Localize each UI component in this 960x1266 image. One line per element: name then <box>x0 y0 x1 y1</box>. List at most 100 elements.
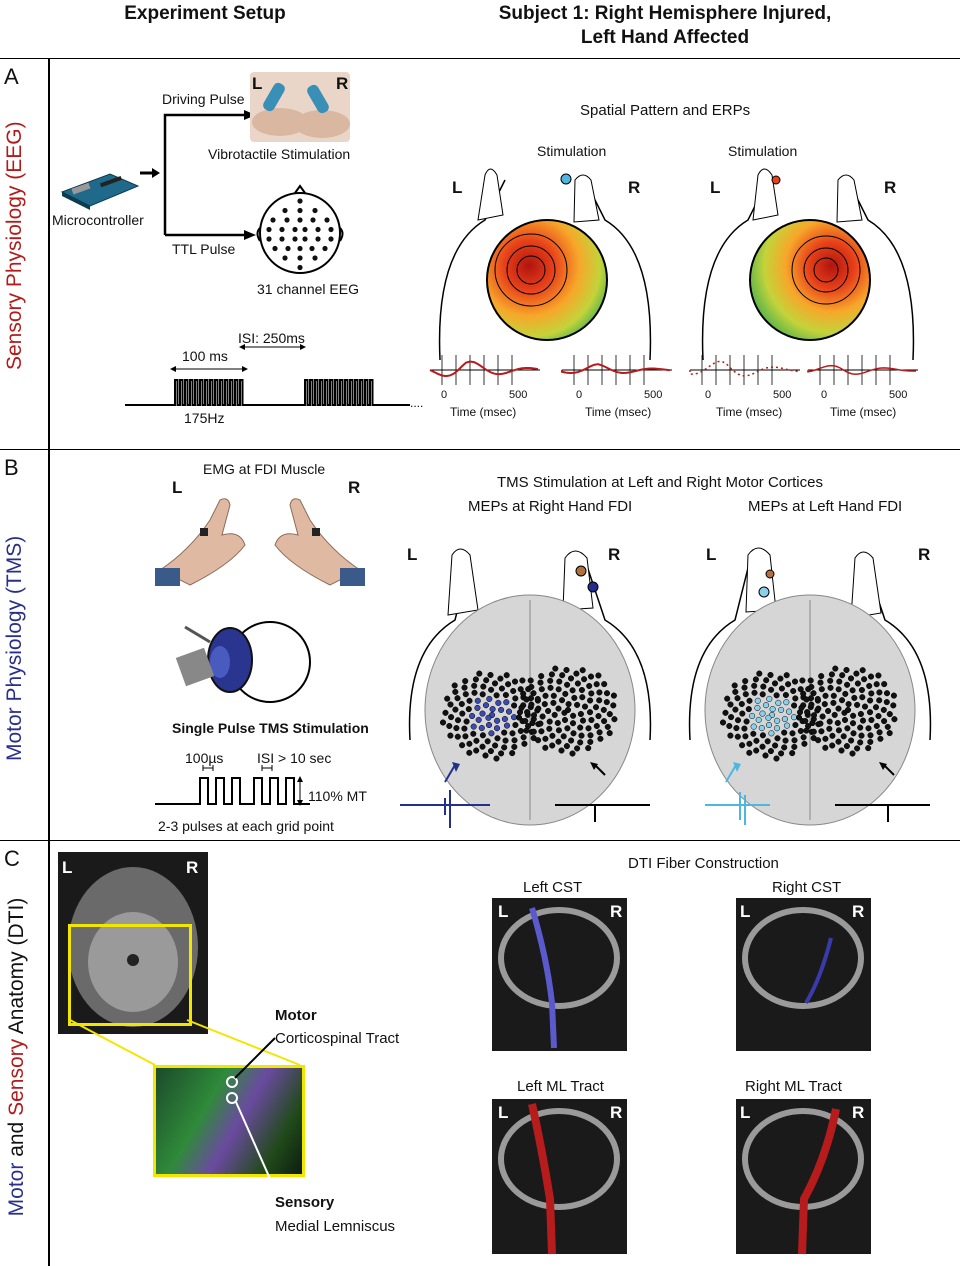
eeg-electrode <box>284 217 290 223</box>
erp3-tick-0: 0 <box>705 389 712 401</box>
left-cst-title: Left CST <box>523 879 583 896</box>
erp1-tick-0: 0 <box>441 389 448 401</box>
erp1-tick-500: 500 <box>509 389 528 401</box>
eeg-electrode <box>315 236 321 242</box>
topo2-label-l: L <box>710 178 721 197</box>
dti-right-cst <box>736 898 871 1051</box>
side-label-tms-text: (TMS) <box>3 535 26 595</box>
label-single-pulse-tms: Single Pulse TMS Stimulation <box>172 720 369 736</box>
eeg-electrode <box>272 245 278 252</box>
erp1-xlabel: Time (msec) <box>450 405 517 419</box>
svg-text:....: .... <box>410 396 423 410</box>
eeg-electrode <box>297 245 303 252</box>
erp3-tick-500: 500 <box>773 389 792 401</box>
erp2-tick-0: 0 <box>576 389 583 401</box>
eeg-electrode <box>266 226 272 233</box>
topo1-label-r: R <box>628 178 641 197</box>
divider-top <box>0 58 960 59</box>
vibrotactile-photo <box>250 72 350 142</box>
eeg-electrode <box>310 217 316 223</box>
erp-plots <box>429 355 918 385</box>
dti2-label-l: L <box>740 902 751 921</box>
brain2-label-l: L <box>706 545 717 564</box>
side-anatomy-word: Anatomy (DTI) <box>5 897 28 1039</box>
mep-traces <box>400 762 930 828</box>
pulse-train-a: .... <box>125 344 423 410</box>
label-isi-250: ISI: 250ms <box>238 330 305 346</box>
stimulation-label-2: Stimulation <box>728 143 798 159</box>
arrow-micro-right <box>140 168 160 178</box>
label-corticospinal: Corticospinal Tract <box>275 1030 400 1047</box>
dti2-label-r: R <box>852 902 865 921</box>
label-medial-lemniscus: Medial Lemniscus <box>275 1218 396 1235</box>
divider-bc <box>0 840 960 841</box>
label-pulses-grid: 2-3 pulses at each grid point <box>158 818 334 834</box>
eeg-electrode <box>297 198 303 204</box>
vibro-label-r: R <box>336 74 349 93</box>
eeg-electrode <box>302 236 308 242</box>
side-label-sensory-physiology: Sensory Physiology (EEG) <box>3 121 26 370</box>
dti-right-ml <box>736 1099 871 1255</box>
label-ttl-pulse: TTL Pulse <box>172 241 236 257</box>
panel-letter-a: A <box>4 64 19 89</box>
brain1-label-l: L <box>407 545 418 564</box>
label-175hz: 175Hz <box>184 410 225 426</box>
mri-axial-image <box>58 852 208 1034</box>
branch-lines <box>163 110 256 240</box>
dti1-label-r: R <box>610 902 623 921</box>
erp3-xlabel: Time (msec) <box>716 405 783 419</box>
eeg-electrode <box>328 236 334 242</box>
label-driving-pulse: Driving Pulse <box>162 91 245 107</box>
header-experiment-setup: Experiment Setup <box>124 3 286 24</box>
dti-left-cst <box>492 898 627 1051</box>
pulse-train-b <box>155 765 310 806</box>
erp4-tick-0: 0 <box>821 389 828 401</box>
erp4-xlabel: Time (msec) <box>830 405 897 419</box>
brain2-label-r: R <box>918 545 931 564</box>
dti-color-map <box>153 1065 305 1177</box>
spatial-pattern-title: Spatial Pattern and ERPs <box>580 102 751 119</box>
erp4-tick-500: 500 <box>889 389 908 401</box>
erp2-tick-500: 500 <box>644 389 663 401</box>
grid-points-right-hemi <box>515 665 618 757</box>
eeg-electrode <box>322 245 328 252</box>
eeg-electrode <box>279 236 285 242</box>
dti4-label-l: L <box>740 1103 751 1122</box>
dti3-label-r: R <box>610 1103 623 1122</box>
eeg-electrode <box>309 245 315 252</box>
eeg-electrode <box>297 207 303 214</box>
topo2-label-r: R <box>884 178 897 197</box>
emg-label-r: R <box>348 478 361 497</box>
eeg-electrode <box>297 264 303 271</box>
tms-title: TMS Stimulation at Left and Right Motor … <box>497 474 823 491</box>
grid-points-right-hemi-2 <box>795 665 898 757</box>
eeg-electrode <box>282 255 288 261</box>
header-subject-line2: Left Hand Affected <box>580 27 750 48</box>
panel-letter-c: C <box>4 846 20 871</box>
label-emg-fdi: EMG at FDI Muscle <box>203 461 326 477</box>
topoplot-left-stim <box>438 168 652 361</box>
eeg-electrode <box>302 226 308 233</box>
side-sensory-word: Sensory <box>5 1038 28 1116</box>
label-isi-10sec: ISI > 10 sec <box>257 750 332 766</box>
emg-label-l: L <box>172 478 183 497</box>
dti4-label-r: R <box>852 1103 865 1122</box>
stimulation-label-1: Stimulation <box>537 143 607 159</box>
emg-hands-photo <box>155 498 365 586</box>
label-motor: Motor <box>275 1007 317 1024</box>
eeg-electrode <box>292 226 298 233</box>
mri-roi-box <box>68 924 192 1026</box>
label-sensory: Sensory <box>275 1194 335 1211</box>
brain-left-fdi <box>688 547 932 826</box>
eeg-electrode <box>279 226 285 233</box>
erp2-xlabel: Time (msec) <box>585 405 652 419</box>
divider-ab <box>0 449 960 450</box>
eeg-electrode <box>297 217 303 223</box>
right-cst-title: Right CST <box>772 879 842 896</box>
brain-right-fdi <box>408 548 652 826</box>
eeg-electrode <box>297 255 303 261</box>
motor-sensory-pointers <box>226 1037 276 1191</box>
roi-zoom-lines <box>69 1019 301 1066</box>
vibro-label-l: L <box>252 74 263 93</box>
label-110-mt: 110% MT <box>308 788 367 804</box>
